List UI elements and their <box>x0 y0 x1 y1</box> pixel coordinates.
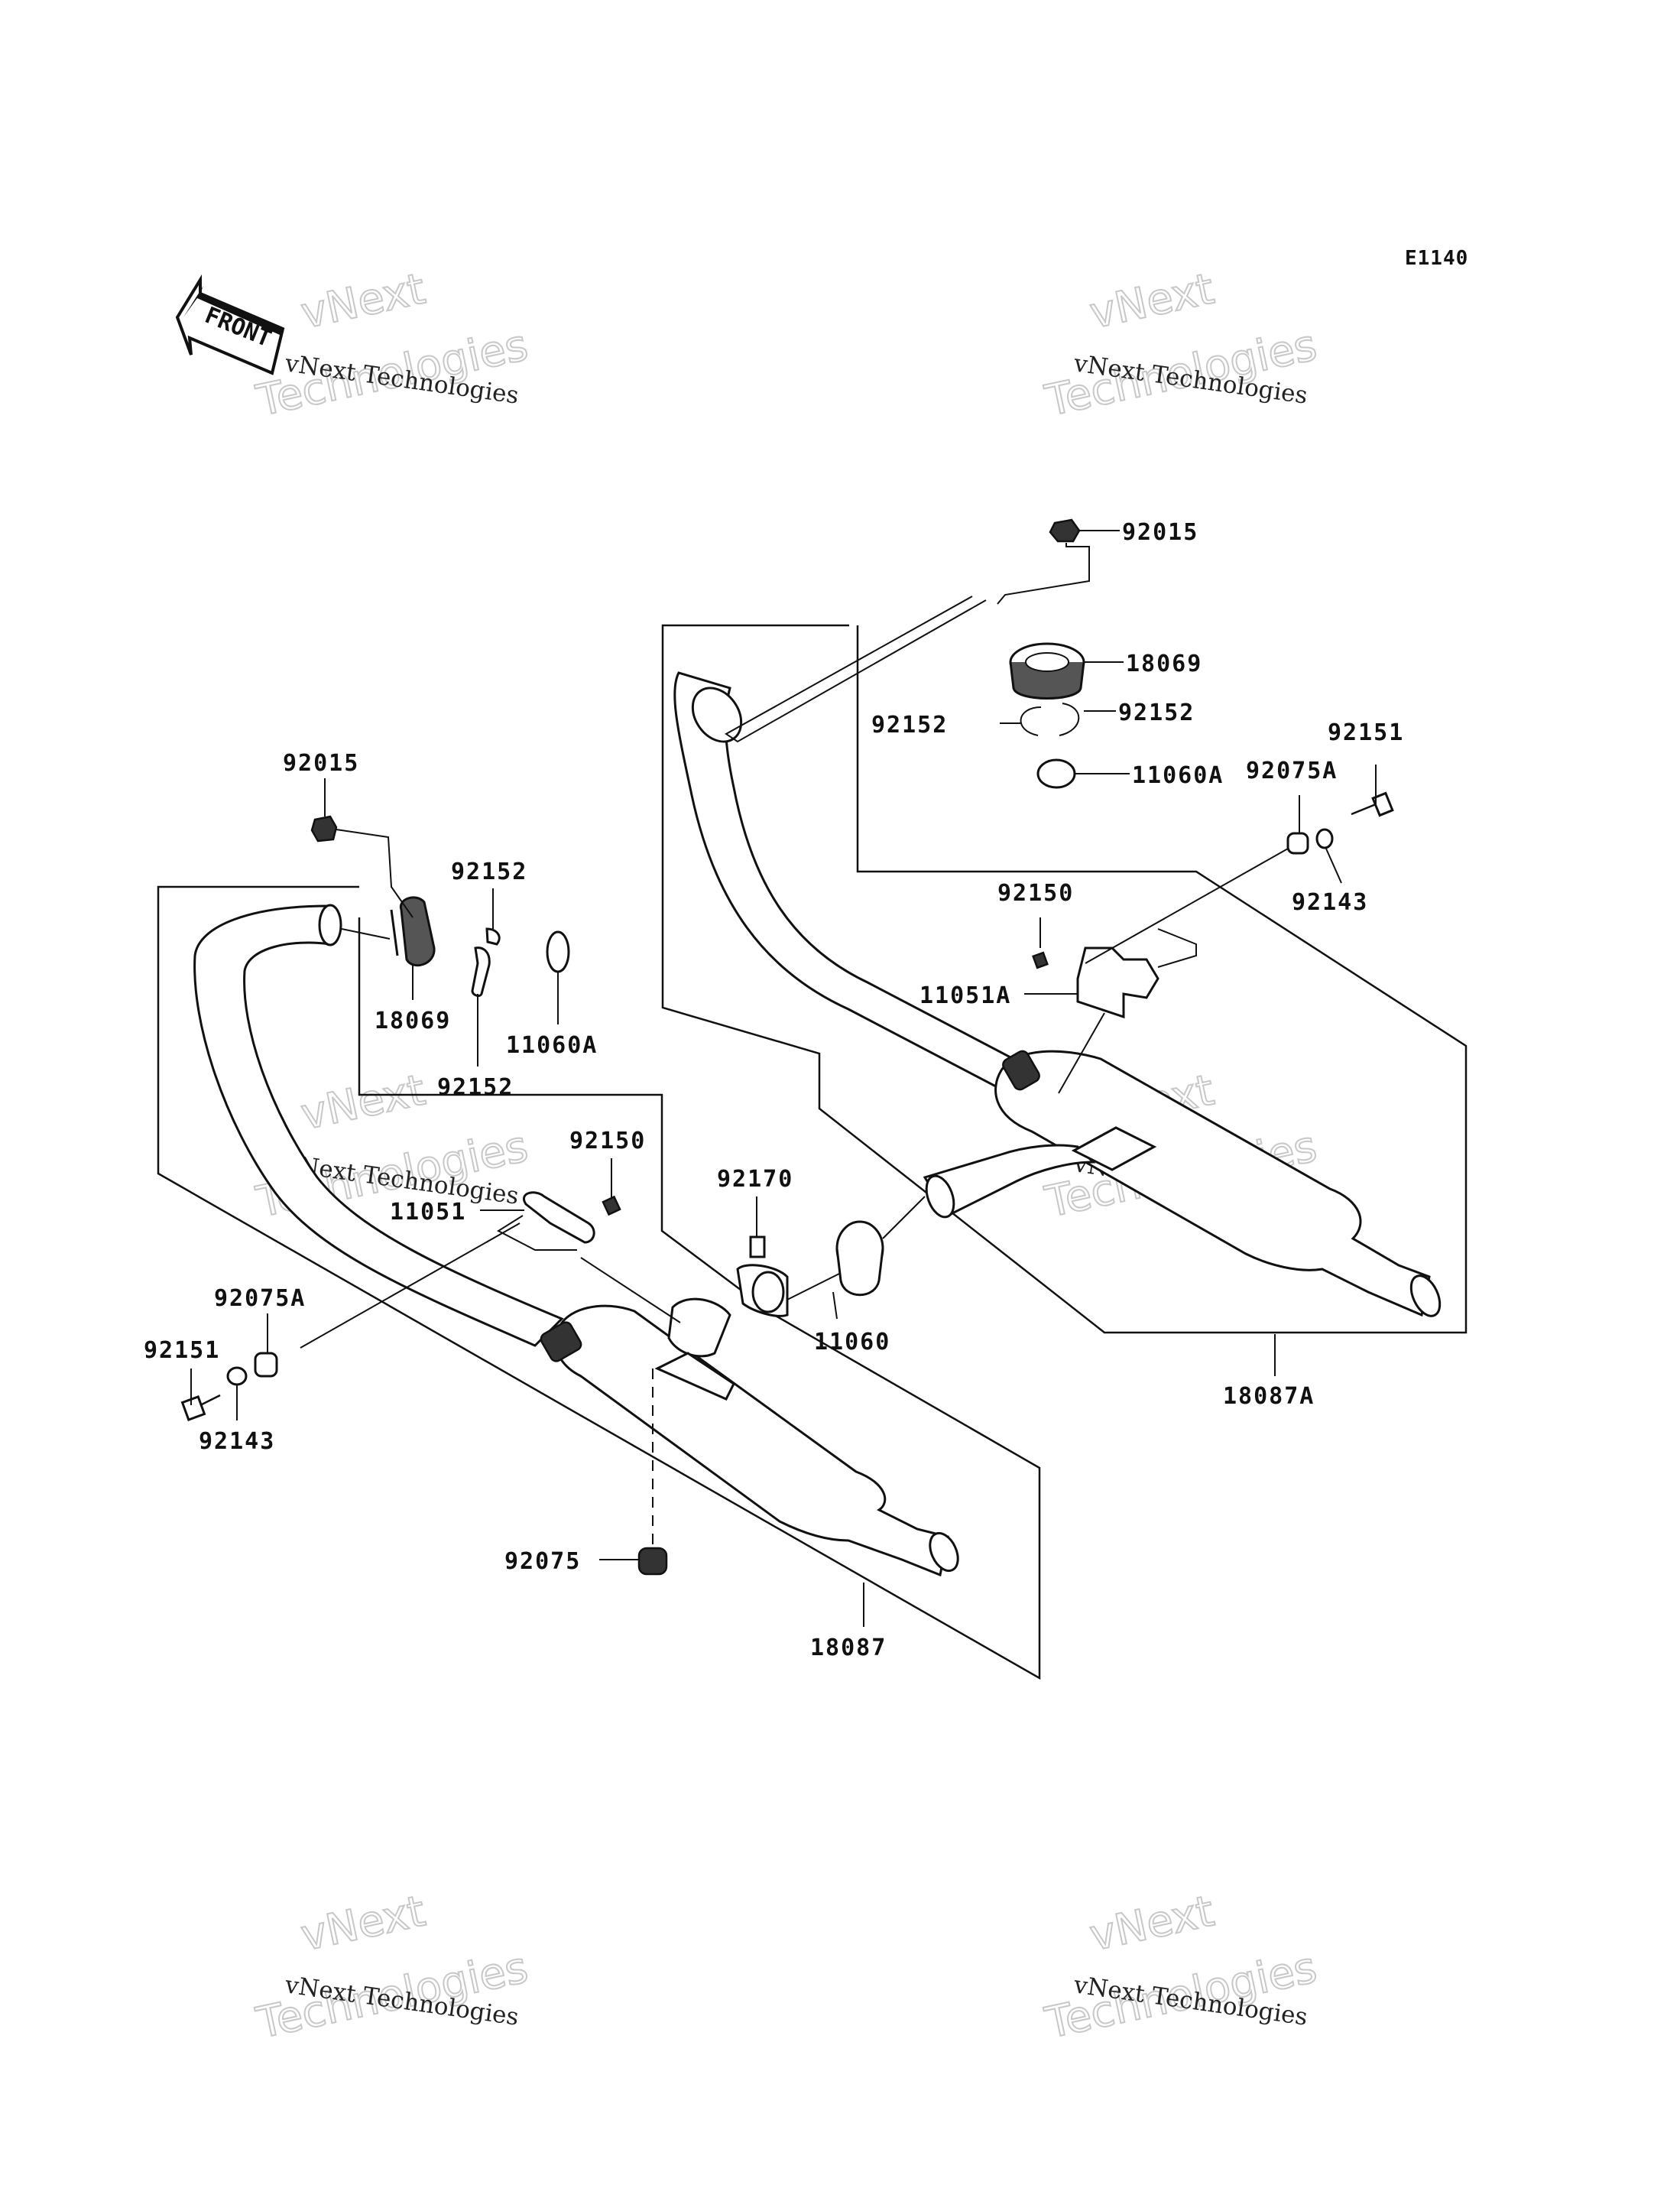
label-gasket-small-left: 11060A <box>506 1032 598 1059</box>
label-bolt-left: 92151 <box>144 1337 220 1364</box>
watermark-word-1: vNext <box>297 1065 430 1140</box>
left-muffler-body <box>554 1304 949 1577</box>
ring-icon-left-b <box>471 946 491 998</box>
right-pipe-ring <box>1002 1050 1040 1091</box>
left-header-inlet <box>318 904 342 946</box>
collar-icon-left <box>226 1366 248 1386</box>
right-assembly-outline <box>661 624 1468 1334</box>
diagram-code: E1140 <box>1405 247 1468 270</box>
right-muffler-body <box>994 1050 1431 1317</box>
bracket-icon-right <box>1076 946 1159 1019</box>
label-bracket-left: 11051 <box>390 1199 466 1226</box>
leader-bracket-left-guide <box>496 1215 577 1251</box>
left-muffler-outlet <box>929 1531 959 1573</box>
damper-icon-right <box>1286 832 1309 855</box>
label-gasket-joint: 11060 <box>814 1329 890 1355</box>
watermark-word-1: vNext <box>297 1886 430 1961</box>
gasket-small-icon-left <box>546 930 570 973</box>
bolt-icon-left <box>180 1394 221 1421</box>
left-assembly-outline <box>157 885 1041 1680</box>
leader-damper-guide-right <box>1085 848 1289 964</box>
label-nut-right: 92015 <box>1122 519 1198 546</box>
label-bolt-bracket-left: 92150 <box>569 1128 646 1154</box>
gasket-small-icon-right <box>1036 758 1076 789</box>
damper-icon-left <box>254 1352 278 1378</box>
label-damper-left: 92075A <box>214 1285 306 1312</box>
leader-bracket-right-side <box>1157 928 1197 968</box>
bolt-bracket-icon-left <box>602 1195 621 1216</box>
label-muffler-right: 18087A <box>1223 1383 1315 1410</box>
label-damper-right: 92075A <box>1246 758 1338 784</box>
leader-bracket-muffler-left <box>580 1257 681 1323</box>
leader-bracket-muffler-right <box>1058 1012 1105 1094</box>
bolt-bracket-icon-right <box>1032 951 1049 969</box>
leader-header-gasket-left <box>341 928 391 940</box>
right-muffler-bracket <box>1071 1126 1157 1171</box>
label-gasket-small-right: 11060A <box>1132 762 1224 789</box>
damper-bottom-icon <box>637 1547 668 1576</box>
right-muffler-outlet <box>1409 1274 1442 1317</box>
leader-gasket-joint <box>832 1291 838 1320</box>
label-collar-left: 92143 <box>199 1428 275 1455</box>
leader-damper-guide-left <box>300 1222 521 1349</box>
bolt-icon-right <box>1351 791 1394 817</box>
leader-joint-axis-2 <box>786 1272 842 1300</box>
gasket-joint-icon <box>835 1220 884 1297</box>
leader-collar-right <box>1325 848 1342 884</box>
watermark-word-1: vNext <box>1085 264 1218 339</box>
nut-icon-left <box>310 815 338 843</box>
collar-icon-right <box>1315 828 1334 849</box>
label-clamp: 92170 <box>717 1166 793 1193</box>
label-bracket-right: 11051A <box>919 982 1011 1009</box>
label-collar-right: 92143 <box>1292 889 1368 916</box>
watermark-word-1: vNext <box>297 264 430 339</box>
left-pipe-ring <box>540 1321 582 1362</box>
label-gasket-left: 18069 <box>375 1008 451 1034</box>
leader-nut-left <box>336 829 414 918</box>
right-assembly: 92015 18069 92152 92152 11060A 92151 920… <box>661 518 1468 1410</box>
left-assembly: 92015 92152 18069 92152 11060A 92150 110… <box>144 750 1041 1680</box>
leader-header-gasket-right <box>725 596 987 743</box>
left-header-pipe <box>193 904 564 1347</box>
label-bolt-bracket-right: 92150 <box>997 880 1074 907</box>
watermark-word-1: vNext <box>1085 1886 1218 1961</box>
leader-nut-right-guide <box>997 543 1090 605</box>
label-damper-bottom: 92075 <box>504 1548 581 1575</box>
gasket-icon-left <box>390 896 436 967</box>
right-connector-inlet <box>925 1174 955 1219</box>
left-muffler-bracket <box>654 1352 735 1401</box>
label-ring-right-b: 92152 <box>1118 700 1195 726</box>
gasket-icon-right <box>1009 642 1085 700</box>
ring-icon-right-b <box>1059 703 1080 736</box>
label-nut-left: 92015 <box>283 750 359 777</box>
right-connector-pipe <box>923 1144 1096 1217</box>
nut-icon-right <box>1049 518 1081 543</box>
bracket-icon-left <box>523 1191 595 1244</box>
clamp-icon <box>736 1235 789 1317</box>
label-ring-right-a: 92152 <box>871 712 948 739</box>
label-ring-left-b: 92152 <box>437 1074 514 1101</box>
label-bolt-right: 92151 <box>1328 719 1404 746</box>
ring-icon-left-a <box>485 927 501 946</box>
front-arrow-icon: FRONT <box>175 274 285 375</box>
label-muffler-left: 18087 <box>810 1635 887 1661</box>
label-ring-left-a: 92152 <box>451 859 527 885</box>
leader-joint-axis <box>882 1196 926 1239</box>
ring-icon-right-a <box>1020 706 1042 736</box>
label-gasket-right: 18069 <box>1126 651 1202 677</box>
left-joint-pipe <box>667 1297 731 1358</box>
